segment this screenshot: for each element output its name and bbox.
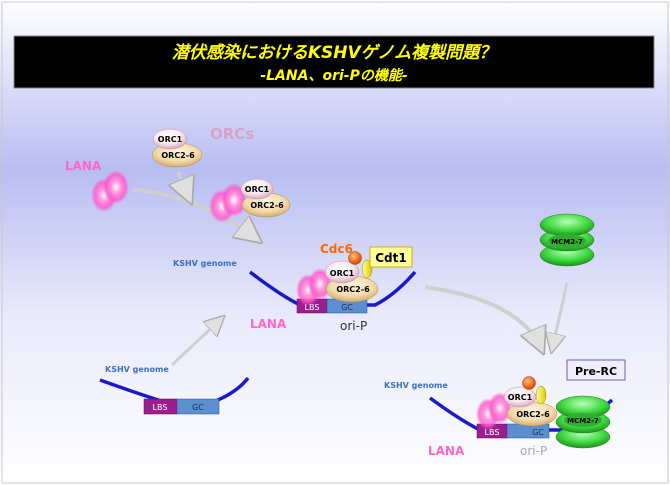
orc1-label-mid: ORC1 xyxy=(245,185,270,194)
orc1-label: ORC1 xyxy=(158,135,183,144)
cdc6-ball-right xyxy=(522,376,536,390)
orc26-label: ORC2-6 xyxy=(161,151,195,160)
prerc-tag: Pre-RC xyxy=(566,359,626,381)
title-background xyxy=(13,35,655,89)
arrow-complex-to-prerc xyxy=(424,285,542,350)
lana-orc-complex-mid: ORC1 ORC2-6 xyxy=(209,178,291,223)
orc1-label-center: ORC1 xyxy=(330,269,355,278)
orc26-label-center: ORC2-6 xyxy=(336,285,370,294)
label-kshv-genome-right: KSHV genome xyxy=(384,381,448,390)
gc-label-left: GC xyxy=(192,403,204,412)
arrow-mcm-down xyxy=(552,282,569,350)
orc1-label-right: ORC1 xyxy=(508,393,533,402)
label-cdc6: Cdc6 xyxy=(320,242,353,256)
mcm-prerc: MCM2-7 xyxy=(555,395,611,449)
cdc6-ball-center xyxy=(348,251,362,265)
mcm-label-top: MCM2-7 xyxy=(551,238,583,246)
lbs-label-right: LBS xyxy=(485,428,500,437)
label-orip-center: ori-P xyxy=(340,319,367,333)
orc26-label-mid: ORC2-6 xyxy=(250,201,284,210)
label-lana-center: LANA xyxy=(250,317,287,331)
gc-label-center: GC xyxy=(341,303,353,312)
lana-top-left xyxy=(91,170,129,212)
arrow-lana-to-complex xyxy=(132,188,258,240)
label-kshv-genome-center: KSHV genome xyxy=(173,259,237,268)
cdt1-ellipse-right xyxy=(535,385,547,405)
cdt1-tag: Cdt1 xyxy=(369,246,413,268)
label-lana-right: LANA xyxy=(428,444,465,458)
lbs-label-center: LBS xyxy=(305,303,320,312)
label-kshv-genome-left: KSHV genome xyxy=(105,365,169,374)
mcm-top-right: MCM2-7 xyxy=(539,213,595,267)
label-prerc: Pre-RC xyxy=(575,365,617,378)
title-subtitle: -LANA、ori-Pの機能- xyxy=(260,67,408,84)
label-lana-top: LANA xyxy=(65,159,102,173)
label-cdt1: Cdt1 xyxy=(375,251,406,265)
title-box: 潜伏感染におけるKSHVゲノム複製問題？ -LANA、ori-Pの機能- xyxy=(13,35,655,89)
gc-label-right: GC xyxy=(532,428,544,437)
mcm-label-prerc: MCM2-7 xyxy=(567,417,599,425)
title-main: 潜伏感染におけるKSHVゲノム複製問題？ xyxy=(172,43,496,63)
label-orip-right: ori-P xyxy=(520,444,547,458)
orc26-label-right: ORC2-6 xyxy=(516,410,550,419)
label-orcs: ORCs xyxy=(210,125,254,143)
gc-box-left xyxy=(176,398,220,415)
arrow-orc-down xyxy=(178,171,190,200)
lbs-label-left: LBS xyxy=(153,403,168,412)
orc-complex-top: ORC1 ORC2-6 xyxy=(151,128,203,168)
orc-complex-right: ORC1 ORC2-6 xyxy=(503,376,558,427)
lana-center xyxy=(296,268,332,306)
orip-left: LBS GC xyxy=(143,398,220,415)
arrow-genome-up xyxy=(170,318,222,367)
orc1-ellipse xyxy=(152,128,188,150)
